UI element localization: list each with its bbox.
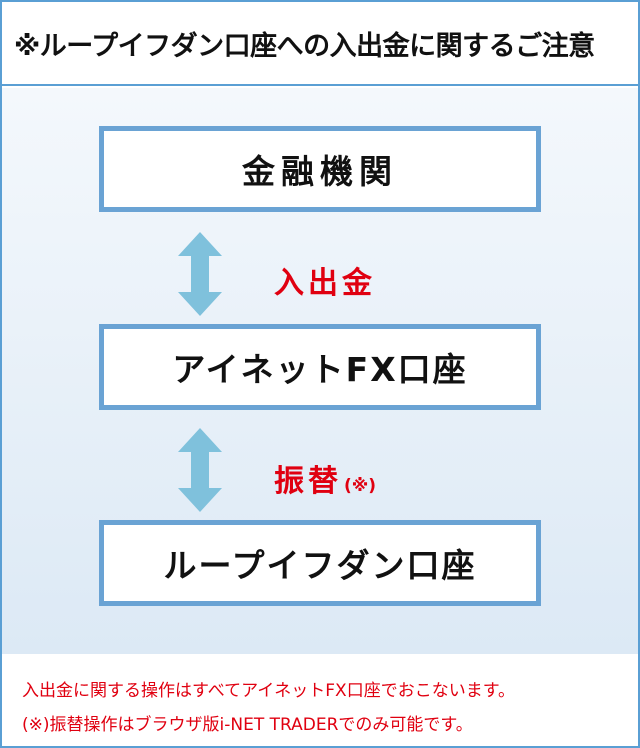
- node-inet-fx-account-label: アイネットFX口座: [172, 350, 468, 389]
- edge-transfer: 振替(※): [274, 456, 376, 500]
- edge-deposit-withdraw-label: 入出金: [274, 266, 376, 301]
- notice-title: ※ループイフダン口座への入出金に関するご注意: [2, 2, 638, 86]
- node-bank: 金融機関: [99, 126, 541, 212]
- edge-transfer-label: 振替: [274, 464, 342, 499]
- edge-transfer-note: (※): [344, 476, 377, 496]
- double-arrow-icon: [178, 428, 222, 512]
- edge-deposit-withdraw: 入出金: [274, 258, 376, 302]
- footer-note-2: (※)振替操作はブラウザ版i-NET TRADERでのみ可能です。: [22, 715, 473, 735]
- footer-note-1: 入出金に関する操作はすべてアイネットFX口座でおこないます。: [22, 681, 516, 701]
- node-loop-ifdone-account: ループイフダン口座: [99, 520, 541, 606]
- node-loop-ifdone-account-label: ループイフダン口座: [163, 546, 477, 585]
- node-inet-fx-account: アイネットFX口座: [99, 324, 541, 410]
- flow-diagram: 金融機関 入出金 アイネットFX口座 振替(※) ループイフダン口座: [2, 88, 638, 656]
- node-bank-label: 金融機関: [242, 152, 398, 191]
- notice-footer: 入出金に関する操作はすべてアイネットFX口座でおこないます。 (※)振替操作はブ…: [2, 654, 638, 746]
- double-arrow-icon: [178, 232, 222, 316]
